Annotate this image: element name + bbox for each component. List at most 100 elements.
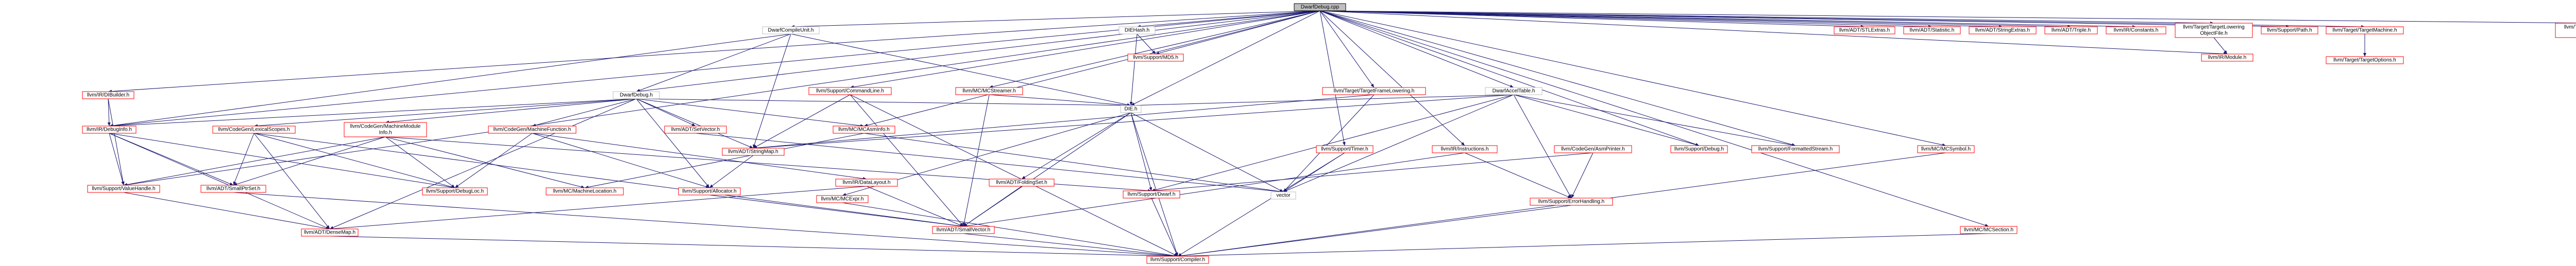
edge-cg_lexicalscopes-to-adt_smallptrset (233, 133, 255, 186)
node-adt_stringextras[interactable]: llvm/ADT/StringExtras.h (1969, 26, 2037, 34)
node-label: DwarfDebug.cpp (1301, 5, 1340, 10)
node-target_options[interactable]: llvm/Target/TargetOptions.h (2326, 56, 2404, 64)
node-adt_smallvector[interactable]: llvm/ADT/SmallVector.h (932, 226, 995, 234)
node-box (833, 126, 895, 134)
node-label: vector (1276, 193, 1291, 199)
node-box (1917, 145, 1975, 153)
node-adt_stringmap[interactable]: llvm/ADT/StringMap.h (722, 148, 785, 156)
node-label: llvm/MC/MachineLocation.h (553, 189, 617, 194)
node-box (1123, 190, 1180, 199)
node-support_errorhandling[interactable]: llvm/Support/ErrorHandling.h (1530, 198, 1613, 206)
node-cg_lexicalscopes[interactable]: llvm/CodeGen/LexicalScopes.h (212, 126, 296, 134)
node-support_valuehandle[interactable]: llvm/Support/ValueHandle.h (87, 185, 160, 193)
edge-cg_lexicalscopes-to-support_debugloc (253, 133, 455, 189)
node-label: Info.h (379, 130, 392, 136)
node-box (664, 126, 727, 134)
node-support_fmtstream[interactable]: llvm/Support/FormattedStream.h (1751, 145, 1840, 153)
node-target_registerinfo[interactable]: llvm/Target/TargetRegisterInfo.h (2555, 23, 2576, 38)
edge-die_h-to-support_dwarf (1130, 112, 1153, 191)
node-ir_constants[interactable]: llvm/IR/Constants.h (2106, 26, 2166, 34)
edge-dwarfdebug_h-to-adt_stringmap (636, 98, 754, 149)
node-label: llvm/CodeGen/MachineModule (350, 124, 421, 130)
node-label: llvm/IR/DebugInfo.h (87, 127, 132, 133)
edge-support_commandline-to-adt_smallvector (850, 94, 964, 227)
node-mc_mcsection[interactable]: llvm/MC/MCSection.h (1960, 226, 2018, 234)
edge-cg_machinemoduleinfo-to-adt_smallptrset (233, 136, 386, 186)
node-box (955, 87, 1023, 95)
node-support_debug[interactable]: llvm/Support/Debug.h (1670, 145, 1728, 153)
node-box (762, 26, 820, 34)
node-mc_mcexpr[interactable]: llvm/MC/MCExpr.h (816, 195, 869, 203)
node-label: llvm/ADT/Statistic.h (1910, 28, 1955, 33)
edge-dwarfaccel-to-support_dwarf (1151, 94, 1514, 192)
node-target_framelowering[interactable]: llvm/Target/TargetFrameLowering.h (1322, 87, 1426, 95)
node-box (2261, 26, 2318, 34)
node-label: llvm/MC/MCSymbol.h (1921, 147, 1971, 152)
edge-dwarfcompileunit-to-die_h (790, 33, 1131, 107)
node-box (2201, 54, 2253, 62)
edge-cg_asmprinter-to-support_dwarf (1151, 152, 1594, 192)
edge-mc_mcstreamer-to-adt_smallvector (962, 94, 990, 227)
node-label: llvm/Support/Allocator.h (682, 189, 736, 194)
node-ir_datalayout[interactable]: llvm/IR/DataLayout.h (835, 179, 898, 187)
node-support_debugloc[interactable]: llvm/Support/DebugLoc.h (422, 187, 488, 196)
edge-die_h-to-support_compiler (1130, 112, 1178, 257)
node-box (2106, 26, 2166, 34)
edge-dwarfdebug_h-to-cg_machinefunction (532, 98, 637, 127)
node-ir_debuginfo[interactable]: llvm/IR/DebugInfo.h (82, 126, 137, 134)
node-mc_mcsymbol[interactable]: llvm/MC/MCSymbol.h (1917, 145, 1975, 153)
node-label: llvm/Target/TargetOptions.h (2333, 58, 2396, 63)
node-label: llvm/Target/TargetLowering (2183, 25, 2245, 30)
node-label: llvm/Target/TargetRegister (2564, 25, 2576, 30)
edge-target_framelowering-to-adt_stringmap (753, 94, 1375, 150)
node-ir_dibuilder[interactable]: llvm/IR/DIBuilder.h (82, 91, 134, 99)
edge-root-to-dwarfaccel (1319, 10, 1514, 88)
node-support_timer[interactable]: llvm/Support/Timer.h (1316, 145, 1374, 153)
node-box (1530, 198, 1613, 206)
node-target_targetmachine[interactable]: llvm/Target/TargetMachine.h (2326, 26, 2404, 34)
node-label: llvm/Support/Timer.h (1321, 147, 1368, 152)
edge-support_valuehandle-to-adt_densemap (123, 192, 330, 230)
node-ir_module[interactable]: llvm/IR/Module.h (2201, 54, 2253, 62)
node-support_md5[interactable]: llvm/Support/MD5.h (1127, 54, 1184, 62)
node-box (1554, 145, 1632, 153)
node-label: ObjectFile.h (2200, 31, 2227, 37)
node-box (82, 126, 137, 134)
edge-ir_instructions-to-adt_smallvector (963, 152, 1465, 227)
node-adt_foldingset[interactable]: llvm/ADT/FoldingSet.h (989, 179, 1055, 187)
edge-cg_lexicalscopes-to-adt_densemap (253, 133, 330, 229)
node-ir_instructions[interactable]: llvm/IR/Instructions.h (1432, 145, 1498, 153)
node-label: llvm/IR/DataLayout.h (843, 180, 891, 186)
node-cg_asmprinter[interactable]: llvm/CodeGen/AsmPrinter.h (1554, 145, 1632, 153)
node-mc_machinelocation[interactable]: llvm/MC/MachineLocation.h (546, 187, 624, 196)
node-box (2175, 23, 2253, 38)
node-support_commandline[interactable]: llvm/Support/CommandLine.h (808, 87, 892, 95)
node-adt_statistic[interactable]: llvm/ADT/Statistic.h (1903, 26, 1961, 34)
node-adt_stlextras[interactable]: llvm/ADT/STLExtras.h (1834, 26, 1895, 34)
edge-dwarfaccel-to-support_fmtstream (1513, 94, 1796, 147)
node-box (1960, 226, 2018, 234)
edge-root-to-support_valuehandle (123, 10, 1320, 186)
node-label: llvm/Support/CommandLine.h (816, 88, 884, 94)
node-label: DIE.h (1124, 107, 1137, 112)
node-mc_mcasminfo[interactable]: llvm/MC/MCAsmInfo.h (833, 126, 895, 134)
node-support_compiler[interactable]: llvm/Support/Compiler.h (1146, 256, 1209, 264)
node-label: llvm/Support/Path.h (2267, 28, 2312, 33)
node-support_path[interactable]: llvm/Support/Path.h (2261, 26, 2318, 34)
node-cg_machinefunction[interactable]: llvm/CodeGen/MachineFunction.h (488, 126, 577, 134)
node-support_allocator[interactable]: llvm/Support/Allocator.h (678, 187, 741, 196)
edge-root-to-die_h (1130, 10, 1320, 106)
edge-dwarfdebug_h-to-mc_mcasminfo (636, 98, 865, 128)
node-adt_smallptrset[interactable]: llvm/ADT/SmallPtrSet.h (200, 185, 266, 193)
node-label: llvm/MC/MCExpr.h (821, 197, 864, 202)
node-adt_triple[interactable]: llvm/ADT/Triple.h (2044, 26, 2098, 34)
node-box (2044, 26, 2098, 34)
edge-dwarfcompileunit-to-adt_stringmap (753, 33, 791, 149)
node-adt_densemap[interactable]: llvm/ADT/DenseMap.h (301, 228, 359, 237)
node-box (1432, 145, 1498, 153)
node-adt_setvector[interactable]: llvm/ADT/SetVector.h (664, 126, 727, 134)
node-support_dwarf[interactable]: llvm/Support/Dwarf.h (1123, 190, 1180, 199)
node-mc_mcstreamer[interactable]: llvm/MC/MCStreamer.h (955, 87, 1023, 95)
